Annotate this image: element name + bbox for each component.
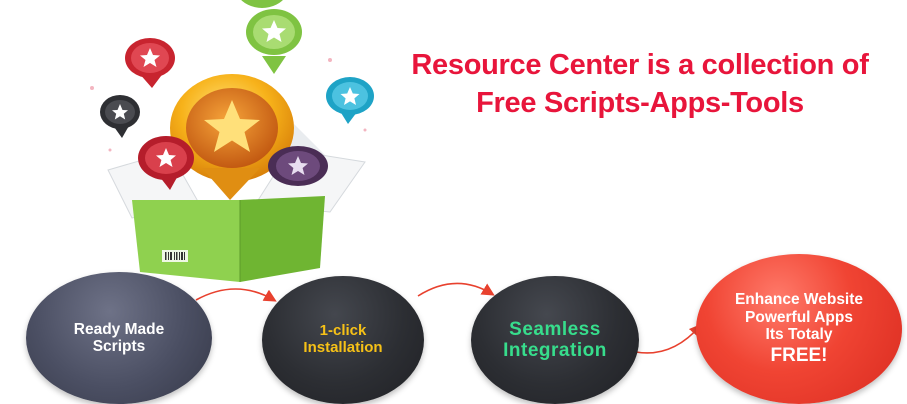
red-star-badge-icon bbox=[125, 38, 175, 88]
headline-line-1: Resource Center is a collection of bbox=[411, 49, 869, 81]
step-4-line-2: Powerful Apps bbox=[745, 308, 853, 326]
sparkles-icon bbox=[90, 58, 367, 152]
green-star-badge-icon bbox=[241, 0, 302, 74]
step-2-line-1: 1-click bbox=[319, 322, 367, 340]
dark-star-badge-icon bbox=[100, 95, 140, 138]
curved-arrow-icon bbox=[195, 288, 277, 302]
box-front-left-icon bbox=[132, 200, 240, 282]
headline: Resource Center is a collection of Free … bbox=[370, 46, 907, 122]
purple-star-badge-icon bbox=[268, 146, 328, 186]
step-4-line-1: Enhance Website bbox=[734, 291, 864, 309]
curved-arrow-icon bbox=[635, 323, 703, 354]
step-seamless-integration: Seamless Integration bbox=[471, 276, 639, 404]
step-enhance-website-free: Enhance Website Powerful Apps Its Totaly… bbox=[696, 254, 902, 404]
step-3-line-1: Seamless bbox=[509, 318, 601, 340]
open-box-with-star-badges-illustration bbox=[90, 0, 374, 282]
step-1-line-2: Scripts bbox=[92, 338, 146, 355]
teal-star-badge-icon bbox=[326, 77, 374, 124]
crimson-star-badge-icon bbox=[138, 136, 194, 190]
step-one-click-installation: 1-click Installation bbox=[262, 276, 424, 404]
step-2-line-2: Installation bbox=[303, 339, 383, 356]
curved-arrow-icon bbox=[417, 282, 495, 297]
gold-star-badge-icon bbox=[170, 74, 294, 200]
step-ready-made-scripts: Ready Made Scripts bbox=[26, 272, 212, 404]
headline-line-2: Free Scripts-Apps-Tools bbox=[476, 87, 804, 119]
step-4-free-label: FREE! bbox=[770, 345, 828, 367]
step-4-line-3: Its Totaly bbox=[765, 326, 833, 344]
box-front-right-icon bbox=[240, 196, 325, 282]
step-1-line-1: Ready Made bbox=[73, 320, 165, 338]
step-3-line-2: Integration bbox=[503, 340, 607, 361]
